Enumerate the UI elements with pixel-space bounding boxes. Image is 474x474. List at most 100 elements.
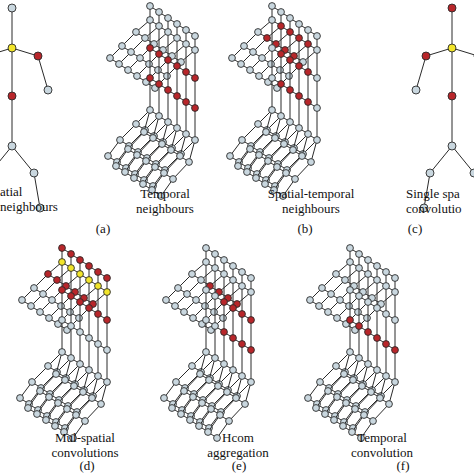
- joint-dot: [233, 395, 240, 402]
- joint-dot: [239, 269, 246, 276]
- bone-line: [281, 54, 282, 84]
- bone-line: [159, 84, 160, 116]
- joint-dot: [325, 388, 332, 395]
- joint-dot: [305, 99, 312, 106]
- joint-dot: [265, 158, 272, 165]
- joint-dot: [177, 153, 184, 160]
- bone-line: [242, 344, 243, 376]
- joint-dot: [19, 297, 26, 304]
- joint-dot: [248, 275, 255, 282]
- bone-line: [251, 320, 252, 350]
- joint-dot: [86, 367, 93, 374]
- joint-dot: [186, 159, 193, 166]
- joint-dot: [383, 341, 390, 348]
- joint-dot: [105, 153, 112, 160]
- joint-dot: [255, 29, 262, 36]
- bone-line: [215, 326, 216, 358]
- joint-dot: [147, 17, 154, 24]
- bone-line: [150, 20, 195, 50]
- joint-dot: [286, 73, 293, 80]
- bone-line: [98, 314, 99, 344]
- joint-dot: [370, 418, 377, 425]
- joint-dot: [350, 377, 357, 384]
- joint-dot: [392, 275, 399, 282]
- joint-dot: [107, 55, 114, 62]
- joint-dot: [189, 271, 196, 278]
- joint-dot: [256, 73, 263, 80]
- joint-dot: [374, 277, 381, 284]
- joint-dot: [133, 121, 140, 128]
- joint-dot: [165, 15, 172, 22]
- joint-dot: [361, 412, 368, 419]
- joint-dot: [95, 283, 102, 290]
- joint-dot: [95, 373, 102, 380]
- joint-dot: [248, 347, 255, 354]
- panel-caption: Mul-spatial convolutions: [40, 430, 130, 460]
- bone-line: [215, 296, 216, 326]
- bone-line: [150, 48, 195, 78]
- joint-dot: [168, 147, 175, 154]
- bone-line: [80, 332, 81, 364]
- joint-dot: [161, 395, 168, 402]
- joint-dot: [248, 379, 255, 386]
- joint-dot: [142, 35, 149, 42]
- joint-dot: [43, 417, 50, 424]
- joint-dot: [230, 305, 237, 312]
- joint-dot: [165, 119, 172, 126]
- joint-dot: [305, 27, 312, 34]
- joint-dot: [422, 52, 430, 60]
- bone-line: [186, 102, 187, 134]
- bone-line: [350, 262, 351, 290]
- joint-dot: [192, 105, 199, 112]
- bone-line: [150, 110, 195, 140]
- bone-line: [242, 286, 243, 314]
- joint-dot: [113, 163, 120, 170]
- joint-dot: [133, 29, 140, 36]
- bone-line: [258, 124, 303, 154]
- bone-line: [452, 96, 453, 146]
- joint-dot: [383, 283, 390, 290]
- joint-dot: [203, 259, 210, 266]
- joint-dot: [45, 363, 52, 370]
- bone-line: [272, 48, 273, 78]
- joint-dot: [374, 305, 381, 312]
- joint-dot: [269, 3, 276, 10]
- bone-line: [38, 56, 48, 90]
- bone-line: [344, 374, 389, 404]
- joint-dot: [239, 373, 246, 380]
- bone-line: [395, 320, 396, 350]
- joint-dot: [305, 41, 312, 48]
- bone-line: [89, 280, 90, 308]
- bone-line: [168, 90, 169, 122]
- joint-dot: [117, 137, 124, 144]
- bone-line: [244, 46, 289, 76]
- joint-dot: [426, 169, 434, 177]
- joint-dot: [104, 347, 111, 354]
- joint-dot: [150, 135, 157, 142]
- joint-dot: [292, 176, 299, 183]
- joint-dot: [54, 277, 61, 284]
- panel-caption: Temporal neighbours: [125, 186, 205, 216]
- joint-dot: [412, 86, 420, 94]
- bone-line: [350, 290, 351, 320]
- joint-dot: [155, 67, 162, 74]
- joint-dot: [212, 323, 219, 330]
- joint-dot: [199, 400, 206, 407]
- joint-dot: [255, 121, 262, 128]
- joint-dot: [343, 400, 350, 407]
- joint-dot: [128, 49, 135, 56]
- joint-dot: [333, 271, 340, 278]
- joint-dot: [308, 159, 315, 166]
- joint-dot: [156, 51, 163, 58]
- joint-dot: [365, 271, 372, 278]
- joint-dot: [325, 309, 332, 316]
- bone-line: [159, 26, 160, 54]
- joint-dot: [68, 265, 75, 272]
- bone-line: [62, 352, 107, 382]
- joint-dot: [296, 125, 303, 132]
- joint-dot: [230, 263, 237, 270]
- bone-line: [48, 366, 93, 396]
- joint-dot: [242, 401, 249, 408]
- joint-dot: [17, 395, 24, 402]
- joint-dot: [299, 153, 306, 160]
